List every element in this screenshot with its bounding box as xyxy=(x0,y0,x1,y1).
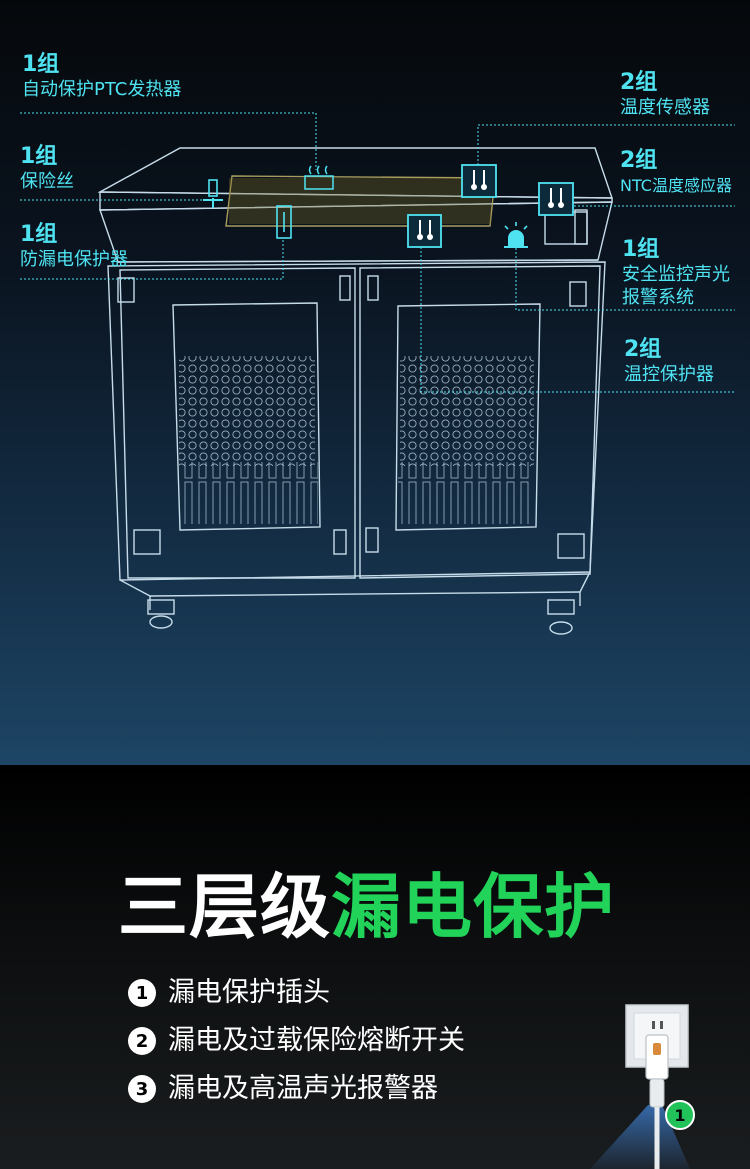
cabinet-diagram-section: 1组 自动保护PTC发热器 1组 保险丝 1组 防漏电保护器 2组 温度传感器 … xyxy=(0,0,750,765)
label-name: 保险丝 xyxy=(20,171,74,192)
label-count: 1组 xyxy=(22,52,60,77)
label-thermostat-protector: 2组 温控保护器 xyxy=(624,337,714,386)
plug-icon xyxy=(590,1004,690,1169)
headline-white: 三层级 xyxy=(118,866,331,948)
number-badge: 3 xyxy=(128,1075,156,1103)
temperature-sensor-icon xyxy=(461,164,497,198)
leakage-protector-icon xyxy=(276,205,292,239)
feature-list: 1 漏电保护插头 2 漏电及过载保险熔断开关 3 漏电及高温声光报警器 xyxy=(128,969,465,1113)
list-item: 2 漏电及过载保险熔断开关 xyxy=(128,1017,465,1065)
label-leakage-protector: 1组 防漏电保护器 xyxy=(20,222,128,271)
label-ntc-sensor: 2组 NTC温度感应器 xyxy=(620,148,732,197)
label-name: 安全监控声光 xyxy=(622,264,730,285)
number-badge: 2 xyxy=(128,1027,156,1055)
label-name: 温度传感器 xyxy=(620,97,710,118)
label-temperature-sensor: 2组 温度传感器 xyxy=(620,70,710,119)
label-count: 1组 xyxy=(20,222,58,247)
label-alarm-system: 1组 安全监控声光 报警系统 xyxy=(622,237,730,309)
ntc-sensor-icon xyxy=(538,182,574,216)
headline-green: 漏电保护 xyxy=(331,866,615,948)
feature-text: 漏电保护插头 xyxy=(168,977,330,1008)
label-count: 1组 xyxy=(20,144,58,169)
leakage-plug-illustration: 1 xyxy=(590,995,750,1169)
label-count: 1组 xyxy=(622,237,660,262)
protection-section: 三层级漏电保护 1 漏电保护插头 2 漏电及过载保险熔断开关 3 漏电及高温声光… xyxy=(0,765,750,1169)
label-count: 2组 xyxy=(624,337,662,362)
thermostat-protector-icon xyxy=(407,214,442,248)
label-name: 自动保护PTC发热器 xyxy=(22,79,182,100)
feature-text: 漏电及过载保险熔断开关 xyxy=(168,1025,465,1056)
list-item: 1 漏电保护插头 xyxy=(128,969,465,1017)
fuse-icon xyxy=(203,179,223,208)
cabinet-wireframe xyxy=(20,112,735,635)
label-name-line2: 报警系统 xyxy=(622,287,694,308)
ptc-heater-icon xyxy=(304,165,334,190)
label-name: 防漏电保护器 xyxy=(20,249,128,270)
headline: 三层级漏电保护 xyxy=(118,865,615,949)
label-name: NTC温度感应器 xyxy=(620,176,732,195)
list-item: 3 漏电及高温声光报警器 xyxy=(128,1065,465,1113)
label-count: 2组 xyxy=(620,148,658,173)
feature-text: 漏电及高温声光报警器 xyxy=(168,1073,438,1104)
plug-badge: 1 xyxy=(665,1100,695,1130)
alarm-light-icon xyxy=(504,222,528,248)
label-name: 温控保护器 xyxy=(624,364,714,385)
number-badge: 1 xyxy=(128,979,156,1007)
label-ptc-heater: 1组 自动保护PTC发热器 xyxy=(22,52,181,101)
label-count: 2组 xyxy=(620,70,658,95)
label-fuse: 1组 保险丝 xyxy=(20,144,74,193)
